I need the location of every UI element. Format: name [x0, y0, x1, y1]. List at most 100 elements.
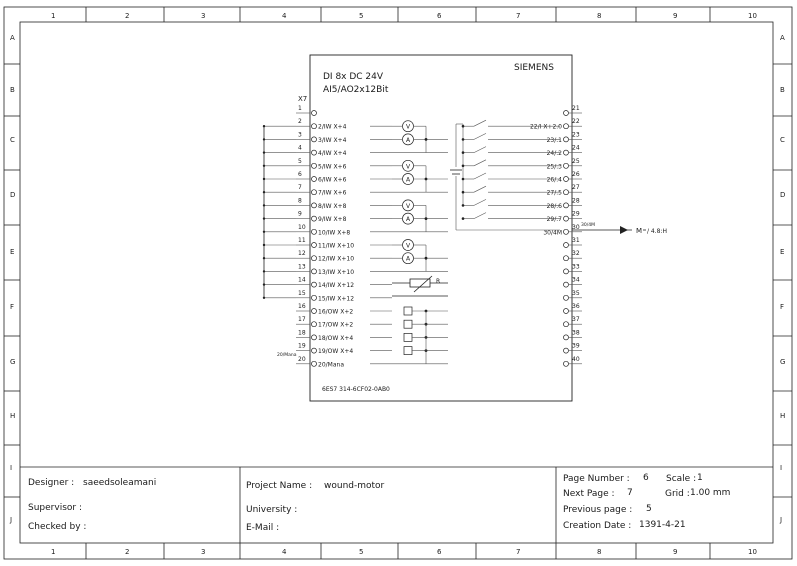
grid-row-right-J: J [779, 516, 782, 524]
grid-row-right-B: B [780, 86, 785, 94]
grid-col-top-2: 2 [125, 12, 129, 20]
left-wiring [262, 125, 392, 365]
input-switch-icon [461, 146, 560, 154]
checked-by-label: Checked by : [28, 522, 86, 532]
terminal-number: 23 [572, 131, 580, 138]
right-terminal-36: 36 [563, 303, 582, 314]
terminal-label: 16/OW X+2 [318, 309, 353, 316]
grid-col-top-3: 3 [201, 12, 205, 20]
grid-col-top-6: 6 [437, 12, 442, 20]
ammeter-icon [402, 173, 414, 185]
terminal-number: 21 [572, 105, 580, 112]
terminal-label: 8/IW X+8 [318, 203, 347, 210]
grid-row-right-G: G [780, 358, 785, 366]
grid-col-bottom-9: 9 [673, 548, 677, 556]
input-switch-icon [461, 185, 560, 194]
terminal-number: 15 [298, 290, 306, 297]
terminal-label: 19/OW X+4 [318, 348, 353, 355]
grid-row-left-E: E [10, 248, 14, 256]
terminal-label: 30/4M [543, 229, 562, 236]
load-resistor-icon [403, 346, 413, 355]
terminal-label: 7/IW X+6 [318, 190, 347, 197]
left-terminal-5: 5 5/IW X+6 [296, 158, 347, 170]
ammeter-icon [402, 212, 414, 225]
grid-row-right-E: E [780, 248, 784, 256]
meter-pair: VA [392, 159, 448, 193]
grid-row-right-D: D [780, 191, 785, 199]
terminal-label: 24/.2 [547, 150, 563, 157]
input-switch-icon [461, 172, 560, 181]
terminal-number: 5 [298, 158, 302, 165]
input-switch-icon [461, 199, 560, 207]
voltmeter-icon [402, 239, 414, 251]
terminal-label: 4/IW X+4 [318, 150, 347, 157]
input-switch-icon [461, 159, 560, 168]
voltmeter-symbol: V [406, 243, 411, 250]
meter-pair: VA [392, 199, 448, 233]
grid-row-left-B: B [10, 86, 15, 94]
grid-row-left-I: I [10, 464, 12, 472]
voltmeter-symbol: V [406, 163, 411, 170]
pin30-note: 30/4M [581, 222, 595, 228]
order-number: 6ES7 314-6CF02-0AB0 [322, 386, 390, 393]
email-label: E-Mail : [246, 523, 279, 533]
terminal-label: 10/IW X+8 [318, 229, 350, 236]
grid-row-right-H: H [780, 412, 785, 420]
grid-row-right-I: I [780, 464, 782, 472]
right-terminal-33: 33 [563, 263, 582, 275]
terminal-number: 37 [572, 316, 580, 323]
grid-row-left-C: C [10, 136, 15, 144]
m-reference-arrow: M / 4.8:H [572, 226, 667, 235]
pin20-note: 20/Mana [277, 352, 297, 358]
terminal-label: 11/IW X+10 [318, 243, 354, 250]
ammeter-icon [402, 133, 414, 146]
terminal-label: 6/IW X+6 [318, 177, 347, 184]
designer-value: saeedsoleamani [83, 478, 156, 488]
input-switch-icon [461, 212, 560, 220]
terminal-number: 30 [572, 224, 580, 231]
voltmeter-icon [402, 120, 414, 133]
terminal-number: 8 [298, 197, 302, 204]
left-terminal-9: 99/IW X+8 [296, 211, 347, 223]
terminal-number: 35 [572, 290, 580, 297]
ammeter-symbol: A [406, 256, 411, 263]
terminal-number: 12 [298, 250, 306, 257]
ammeter-symbol: A [406, 137, 411, 144]
right-terminal-35: 35 [563, 290, 582, 301]
ammeter-symbol: A [406, 216, 411, 223]
terminal-number: 18 [298, 329, 306, 336]
grid-col-bottom-1: 1 [51, 548, 55, 556]
terminal-label: 5/IW X+6 [318, 163, 347, 170]
load-resistor-icon [403, 306, 413, 316]
right-terminal-34: 34 [563, 277, 582, 288]
left-terminal-block: 122/IW X+433/IW X+444/IW X+455/IW X+666/… [296, 105, 354, 368]
grid-row-left-H: H [10, 412, 15, 420]
terminal-number: 38 [572, 329, 580, 336]
right-terminal-31: 31 [563, 237, 582, 248]
grid-value: 1.00 mm [690, 488, 730, 498]
next-page-value: 7 [627, 488, 633, 498]
terminal-label: 23/.1 [547, 137, 563, 144]
right-terminal-32: 32 [563, 250, 582, 262]
terminal-number: 39 [572, 343, 580, 350]
university-label: University : [246, 505, 297, 515]
grid-row-left-A: A [10, 34, 15, 42]
terminal-label: 20/Mana [318, 361, 344, 368]
creation-date-value: 1391-4-21 [639, 520, 686, 530]
grid-col-top-5: 5 [359, 12, 363, 20]
right-terminal-37: 37 [563, 316, 582, 328]
left-terminal-8: 8 8/IW X+8 [296, 197, 347, 210]
grid-row-left-D: D [10, 191, 15, 199]
